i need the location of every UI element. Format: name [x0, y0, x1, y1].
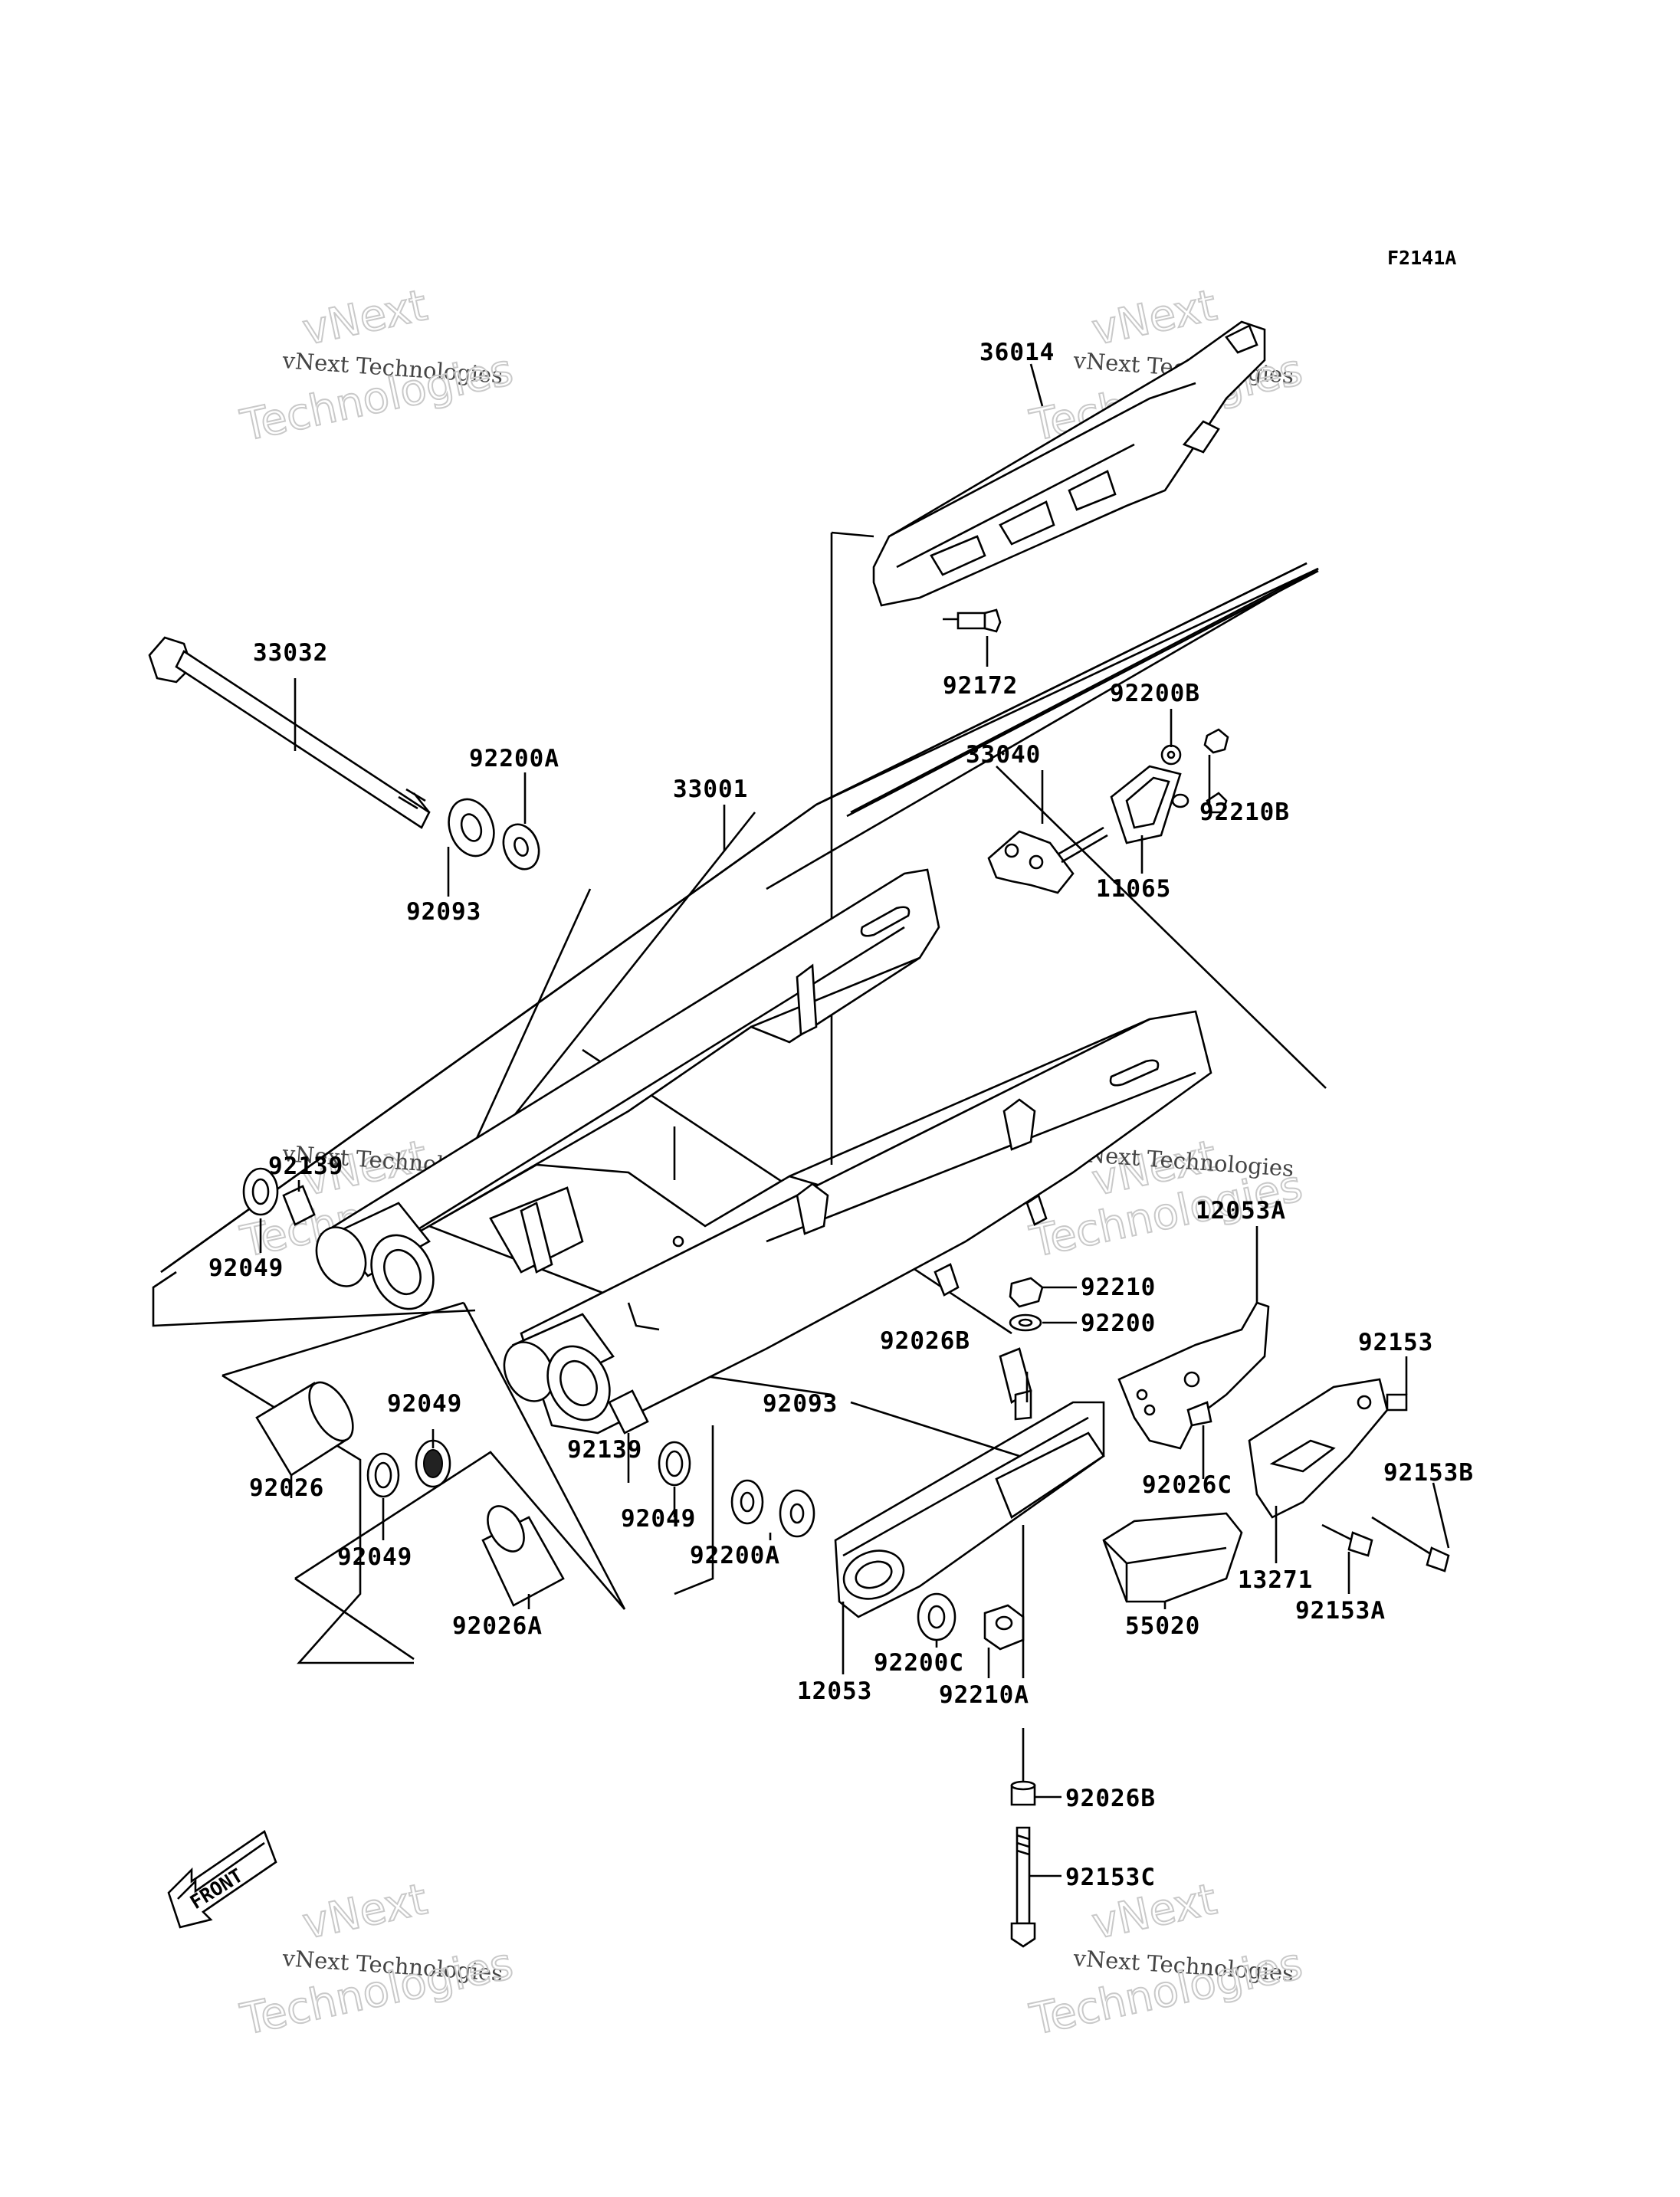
watermark-brand: vNext [1088, 280, 1221, 356]
label-92049-lower: 92049 [621, 1505, 696, 1533]
label-92200: 92200 [1081, 1310, 1156, 1337]
front-direction-arrow: FRONT [167, 1829, 277, 1929]
label-92200A-mid: 92200A [690, 1542, 780, 1569]
label-33032: 33032 [253, 639, 328, 667]
label-13271: 13271 [1238, 1566, 1313, 1594]
label-92093-mid: 92093 [763, 1390, 838, 1418]
label-92026A: 92026A [452, 1612, 543, 1640]
slider-block [1102, 1512, 1243, 1603]
label-92153: 92153 [1358, 1329, 1433, 1356]
figure-code: F2141A [1387, 247, 1456, 269]
watermark-top-left: vNext vNext Technologies Technologies [235, 280, 517, 452]
label-92153A: 92153A [1295, 1597, 1386, 1625]
hardware [242, 728, 1229, 1948]
label-92026: 92026 [249, 1474, 324, 1502]
label-55020: 55020 [1125, 1612, 1200, 1640]
label-92200C: 92200C [874, 1649, 964, 1677]
label-92210: 92210 [1081, 1274, 1156, 1301]
leader-lines [259, 363, 1450, 1877]
label-92049-upper: 92049 [208, 1254, 284, 1282]
label-33001: 33001 [673, 776, 748, 803]
label-92093-top: 92093 [406, 898, 481, 926]
label-92210B: 92210B [1199, 798, 1290, 826]
label-92200A-top: 92200A [469, 745, 559, 772]
watermark-brand: vNext [298, 1874, 431, 1949]
label-92049-pair: 92049 [387, 1390, 462, 1418]
label-92026B-mid: 92026B [880, 1327, 970, 1355]
label-92026B-bottom: 92026B [1065, 1785, 1156, 1812]
chain-slider-arm [834, 1347, 1105, 1618]
label-11065: 11065 [1096, 875, 1171, 903]
label-12053A: 12053A [1196, 1197, 1286, 1225]
label-92153B: 92153B [1383, 1459, 1474, 1487]
brake-bracket [1117, 1301, 1450, 1572]
chain-adjuster [987, 765, 1228, 894]
label-92026C: 92026C [1142, 1471, 1232, 1499]
part-labels: 36014 92172 33032 92200A 92093 33001 922… [208, 339, 1474, 1891]
label-92172: 92172 [943, 672, 1018, 700]
label-92153C: 92153C [1065, 1864, 1156, 1891]
label-92049-pair-lower: 92049 [337, 1543, 412, 1571]
watermark-bottom-right: vNext vNext Technologies Technologies [1025, 1874, 1307, 2046]
label-36014: 36014 [979, 339, 1055, 366]
swing-arm [315, 868, 1212, 1435]
label-12053: 12053 [797, 1677, 872, 1705]
chain-guard [872, 320, 1266, 633]
label-92210A: 92210A [939, 1681, 1029, 1709]
label-33040: 33040 [966, 741, 1041, 769]
pivot-shaft [148, 636, 540, 871]
watermark-brand: vNext [298, 280, 431, 356]
watermark-bottom-left: vNext vNext Technologies Technologies [235, 1874, 517, 2046]
label-92139-lower: 92139 [567, 1436, 642, 1464]
label-92139-upper: 92139 [268, 1153, 343, 1180]
label-92200B: 92200B [1110, 680, 1200, 707]
